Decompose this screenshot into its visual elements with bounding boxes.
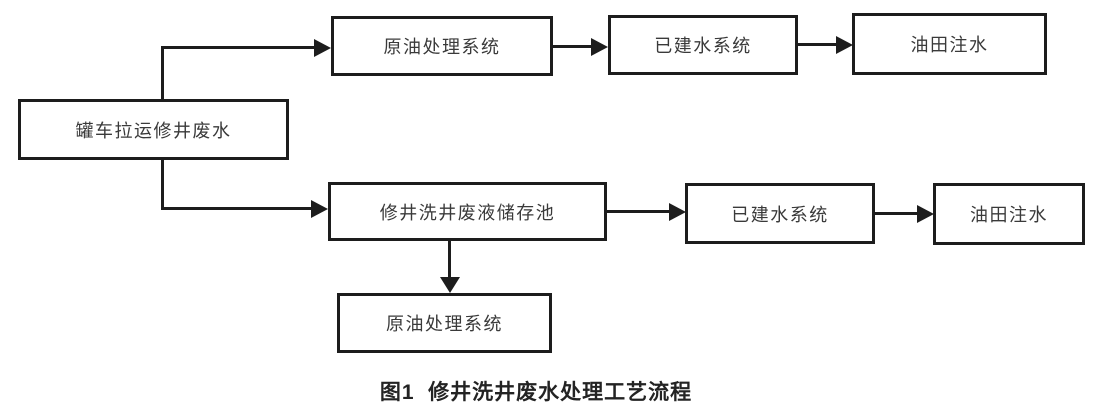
node-top-crude-oil-treatment-system-label: 原油处理系统: [383, 37, 501, 57]
edge-source-to-top-oil-arrowhead-icon: [314, 38, 331, 57]
edge-source-to-top-oil-vertical-line: [161, 47, 164, 99]
edge-top-water-to-top-injection-arrowhead-icon: [836, 35, 853, 54]
edge-storage-to-bottom-oil-line: [448, 241, 451, 278]
node-tanker-hauled-wastewater-label: 罐车拉运修井废水: [75, 120, 232, 141]
node-bottom-crude-oil-treatment-system: 原油处理系统: [337, 293, 552, 353]
node-top-existing-water-system-label: 已建水系统: [654, 36, 752, 56]
node-top-oilfield-water-injection: 油田注水: [852, 13, 1047, 75]
node-mid-existing-water-system: 已建水系统: [685, 183, 875, 244]
edge-top-oil-to-top-water-arrowhead-icon: [591, 37, 608, 56]
edge-mid-water-to-mid-injection-arrowhead-icon: [917, 204, 934, 223]
figure-caption: 图1 修井洗井废水处理工艺流程: [379, 381, 693, 404]
node-waste-liquid-storage-pool: 修井洗井废液储存池: [328, 182, 607, 241]
edge-top-oil-to-top-water-line: [553, 45, 591, 48]
node-top-oilfield-water-injection-label: 油田注水: [910, 35, 989, 55]
edge-source-to-top-oil-horizontal-line: [161, 46, 314, 49]
edge-source-to-storage-horizontal-line: [161, 207, 311, 210]
node-top-crude-oil-treatment-system: 原油处理系统: [331, 16, 553, 76]
node-waste-liquid-storage-pool-label: 修井洗井废液储存池: [379, 202, 556, 223]
edge-mid-water-to-mid-injection-line: [875, 212, 917, 215]
node-tanker-hauled-wastewater: 罐车拉运修井废水: [18, 99, 289, 160]
edge-top-water-to-top-injection-line: [798, 43, 836, 46]
edge-source-to-storage-vertical-line: [161, 160, 164, 210]
node-mid-oilfield-water-injection-label: 油田注水: [970, 205, 1048, 225]
edge-storage-to-mid-water-line: [607, 210, 669, 213]
edge-storage-to-bottom-oil-arrowhead-icon: [439, 277, 460, 293]
edge-storage-to-mid-water-arrowhead-icon: [669, 202, 686, 221]
node-top-existing-water-system: 已建水系统: [608, 15, 798, 75]
node-mid-existing-water-system-label: 已建水系统: [731, 204, 829, 225]
edge-source-to-storage-arrowhead-icon: [311, 199, 328, 218]
node-bottom-crude-oil-treatment-system-label: 原油处理系统: [386, 314, 503, 334]
node-mid-oilfield-water-injection: 油田注水: [933, 183, 1085, 245]
